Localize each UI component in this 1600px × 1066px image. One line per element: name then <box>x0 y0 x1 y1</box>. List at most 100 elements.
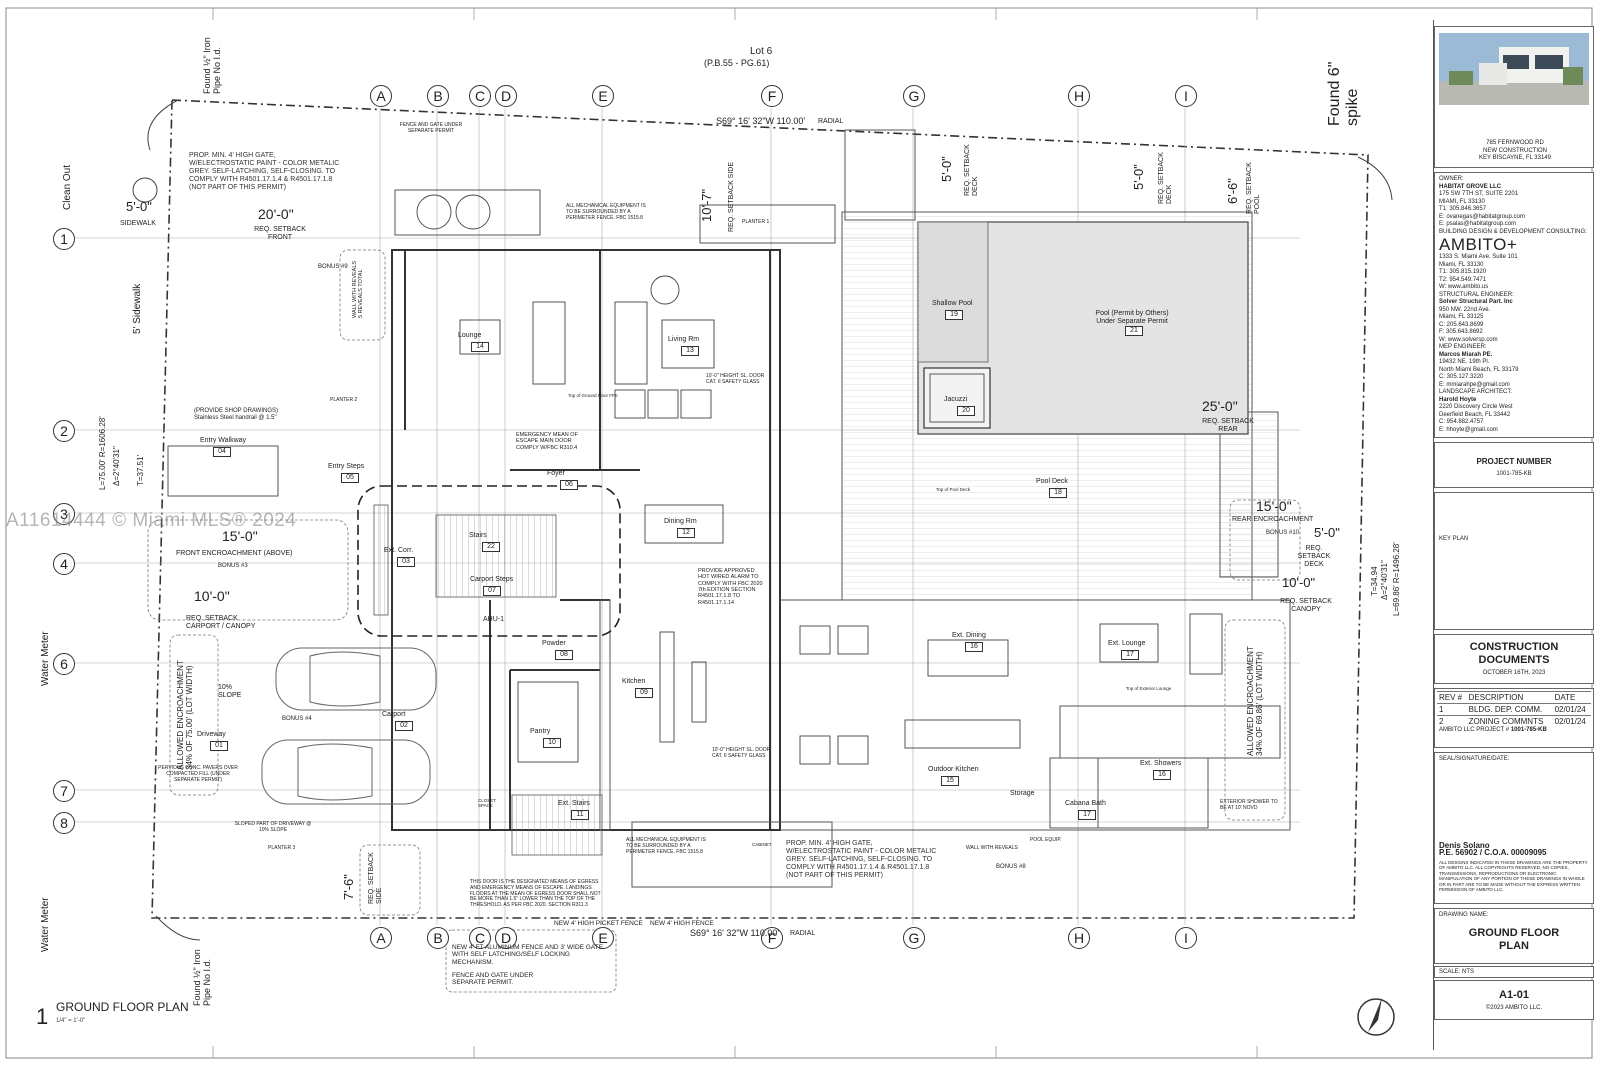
left-stair-block <box>373 504 389 616</box>
room-name: Storage <box>1010 790 1035 797</box>
room-number: 05 <box>341 473 359 484</box>
info-line: 2220 Discovery Circle West <box>1439 404 1513 410</box>
room-name: Jacuzzi <box>944 396 968 403</box>
room-name: Driveway <box>197 731 226 738</box>
firm-logo: AMBITO+ <box>1439 235 1518 254</box>
plan-label: PLANTER 3 <box>268 845 296 851</box>
room-name: Powder <box>542 640 566 647</box>
plan-label: Found 6" spike <box>1326 61 1362 126</box>
project-render-box: 785 FERNWOOD RD NEW CONSTRUCTION KEY BIS… <box>1434 26 1594 168</box>
grid-bubble: A <box>370 927 392 949</box>
plan-label: REQ. SETBACK POOL <box>1246 162 1262 214</box>
rev-desc: BLDG. DEP. COMM. <box>1466 703 1553 716</box>
plan-label: BONUS #3 <box>218 563 248 569</box>
room-name: AHU-1 <box>483 616 505 623</box>
setback-dimension: 15'-0" <box>222 528 258 544</box>
room-name: Living Rm <box>668 336 700 343</box>
plan-label: L=69.86' R=1496.28' <box>1392 542 1401 616</box>
room-name: Ext. Stairs <box>558 800 590 807</box>
seal-box: SEAL/SIGNATURE/DATE: Denis Solano P.E. 5… <box>1434 752 1594 904</box>
mep-lines: 19432 NE. 19th Pl.North Miami Beach, FL … <box>1439 359 1589 389</box>
land-label: LANDSCAPE ARCHITECT: <box>1439 389 1513 395</box>
land-name: Harold Hoyte <box>1439 396 1477 403</box>
room-number: 12 <box>677 528 695 539</box>
plan-scale: 1/4" = 1'-0" <box>56 1018 86 1024</box>
struct-name: Solver Structural Part. Inc <box>1439 299 1513 305</box>
plan-label: Top of Exterior Lounge <box>1126 686 1172 691</box>
grid-bubble: 8 <box>53 812 75 834</box>
north-arrow <box>1357 998 1395 1036</box>
info-line: MIAMI, FL 33130 <box>1439 198 1485 205</box>
plan-label: EMERGENCY MEAN OF ESCAPE MAIN DOOR COMPL… <box>516 432 578 451</box>
setback-dimension: 6'-6" <box>1225 178 1240 204</box>
key-plan-label: KEY PLAN <box>1439 536 1469 542</box>
title-block: 785 FERNWOOD RD NEW CONSTRUCTION KEY BIS… <box>1433 20 1594 1050</box>
plan-label: (P.B.55 - PG.61) <box>704 58 770 68</box>
setback-dimension: 10'-0" <box>1282 575 1316 590</box>
mep-label: MEP ENGINEER: <box>1439 344 1487 350</box>
room-number: 16 <box>965 642 983 653</box>
setback-dimension: 20'-0" <box>258 206 294 222</box>
plan-label: REQ. SETBACK DECK <box>964 144 980 196</box>
rev-header-num: REV # <box>1437 691 1467 704</box>
grid-bubble: H <box>1068 85 1090 107</box>
doc-date: OCTOBER 16TH, 2023 <box>1482 670 1546 676</box>
plan-label: EXTERIOR SHOWER TO BE AT 10' NOVD <box>1220 799 1278 811</box>
plan-label: Found ½" Iron Pipe No I.d. <box>192 949 213 1006</box>
room-name: Carport <box>382 711 406 718</box>
consultants-box: OWNER: HABITAT GROVE LLC 175 SW 7TH ST, … <box>1434 172 1594 438</box>
design-label: BUILDING DESIGN & DEVELOPMENT CONSULTING… <box>1439 228 1587 235</box>
room-number: 01 <box>210 741 228 752</box>
plan-label: WALL WITH REVEALS 5 REVEALS TOTAL <box>352 260 365 318</box>
plan-label: L=75.00' R=1606.28' <box>98 416 107 490</box>
ambito-project-num: 1001-785-KB <box>1510 727 1547 733</box>
info-line: E: ovanegas@habitatgroup.com <box>1439 213 1525 220</box>
plan-label: PERVIOUS CONC. PAVERS OVER COMPACTED FIL… <box>158 765 238 783</box>
info-line: E: mmiarahpe@gmail.com <box>1439 381 1510 388</box>
plan-label: REQ. SETBACK SIDE <box>728 161 735 232</box>
seal-label: SEAL/SIGNATURE/DATE: <box>1439 756 1510 762</box>
plan-label: PROVIDE APPROVED HOT WIRED ALARM TO COMP… <box>698 568 763 606</box>
info-line: F: 305.643.8692 <box>1439 329 1483 335</box>
plan-label: FENCE AND GATE UNDER SEPARATE PERMIT. <box>452 972 534 987</box>
room-name: Ext. Corr. <box>384 547 414 554</box>
plan-label: NEW 4' HIGH FENCE <box>650 920 714 927</box>
room-name: Cabana Bath <box>1065 800 1106 807</box>
plan-label: CABINET <box>752 842 772 847</box>
setback-dimension: 5'-0" <box>1131 164 1146 190</box>
plan-label: REQ. SETBACK CANOPY <box>1280 598 1332 614</box>
room-name: Ext. Lounge <box>1108 640 1146 647</box>
rev-num: 1 <box>1437 703 1467 716</box>
room-name: Kitchen <box>622 678 646 685</box>
plan-label: FENCE AND GATE UNDER SEPARATE PERMIT <box>399 122 463 134</box>
plan-label: T=34.94 <box>1370 566 1379 596</box>
ambito-project-label: AMBITO LLC PROJECT # <box>1439 727 1510 733</box>
owner-name: HABITAT GROVE LLC <box>1439 183 1502 190</box>
plan-label: ALLOWED ENCROACHMENT 34% OF 75.00' (LOT … <box>176 660 195 770</box>
plan-label: 10'-0" HEIGHT SL. DOOR CAT. II SAFETY GL… <box>712 747 771 759</box>
rev-date: 02/01/24 <box>1552 715 1591 727</box>
engineer-pe: P.E. 56902 / C.O.A. 00009095 <box>1439 848 1547 857</box>
mep-name: Marcos Miarah PE. <box>1439 351 1493 358</box>
plan-label: REQ. SETBACK SIDE <box>368 852 384 904</box>
plan-title: GROUND FLOOR PLAN <box>56 1000 189 1014</box>
grid-bubble: H <box>1068 927 1090 949</box>
info-line: W: www.ambito.us <box>1439 284 1489 290</box>
setback-dimension: 5'-0" <box>1314 525 1340 540</box>
plan-label: REQ. SETBACK DECK <box>1297 545 1331 569</box>
plan-label: 10'-0" HEIGHT SL. DOOR CAT. II SAFETY GL… <box>706 373 765 385</box>
room-number: 20 <box>957 406 975 417</box>
plan-label: Water Meter <box>40 897 51 952</box>
plan-label: 10% SLOPE <box>218 684 242 700</box>
setback-dimension: 10'-0" <box>194 588 230 604</box>
rev-header-date: DATE <box>1552 691 1591 704</box>
plan-label: Water Meter <box>40 631 51 686</box>
scale-value: NTS <box>1462 969 1475 975</box>
bearing-label: S69° 16' 32"W 110.00' <box>690 928 780 938</box>
copyright: ©2023 AMBITO LLC. <box>1485 1005 1543 1011</box>
info-line: T2: 954.549.7471 <box>1439 276 1487 283</box>
room-number: 15 <box>941 776 959 787</box>
room-name: Pool (Permit by Others) Under Separate P… <box>1095 310 1169 326</box>
info-line: C: 205.643.8699 <box>1439 321 1484 328</box>
